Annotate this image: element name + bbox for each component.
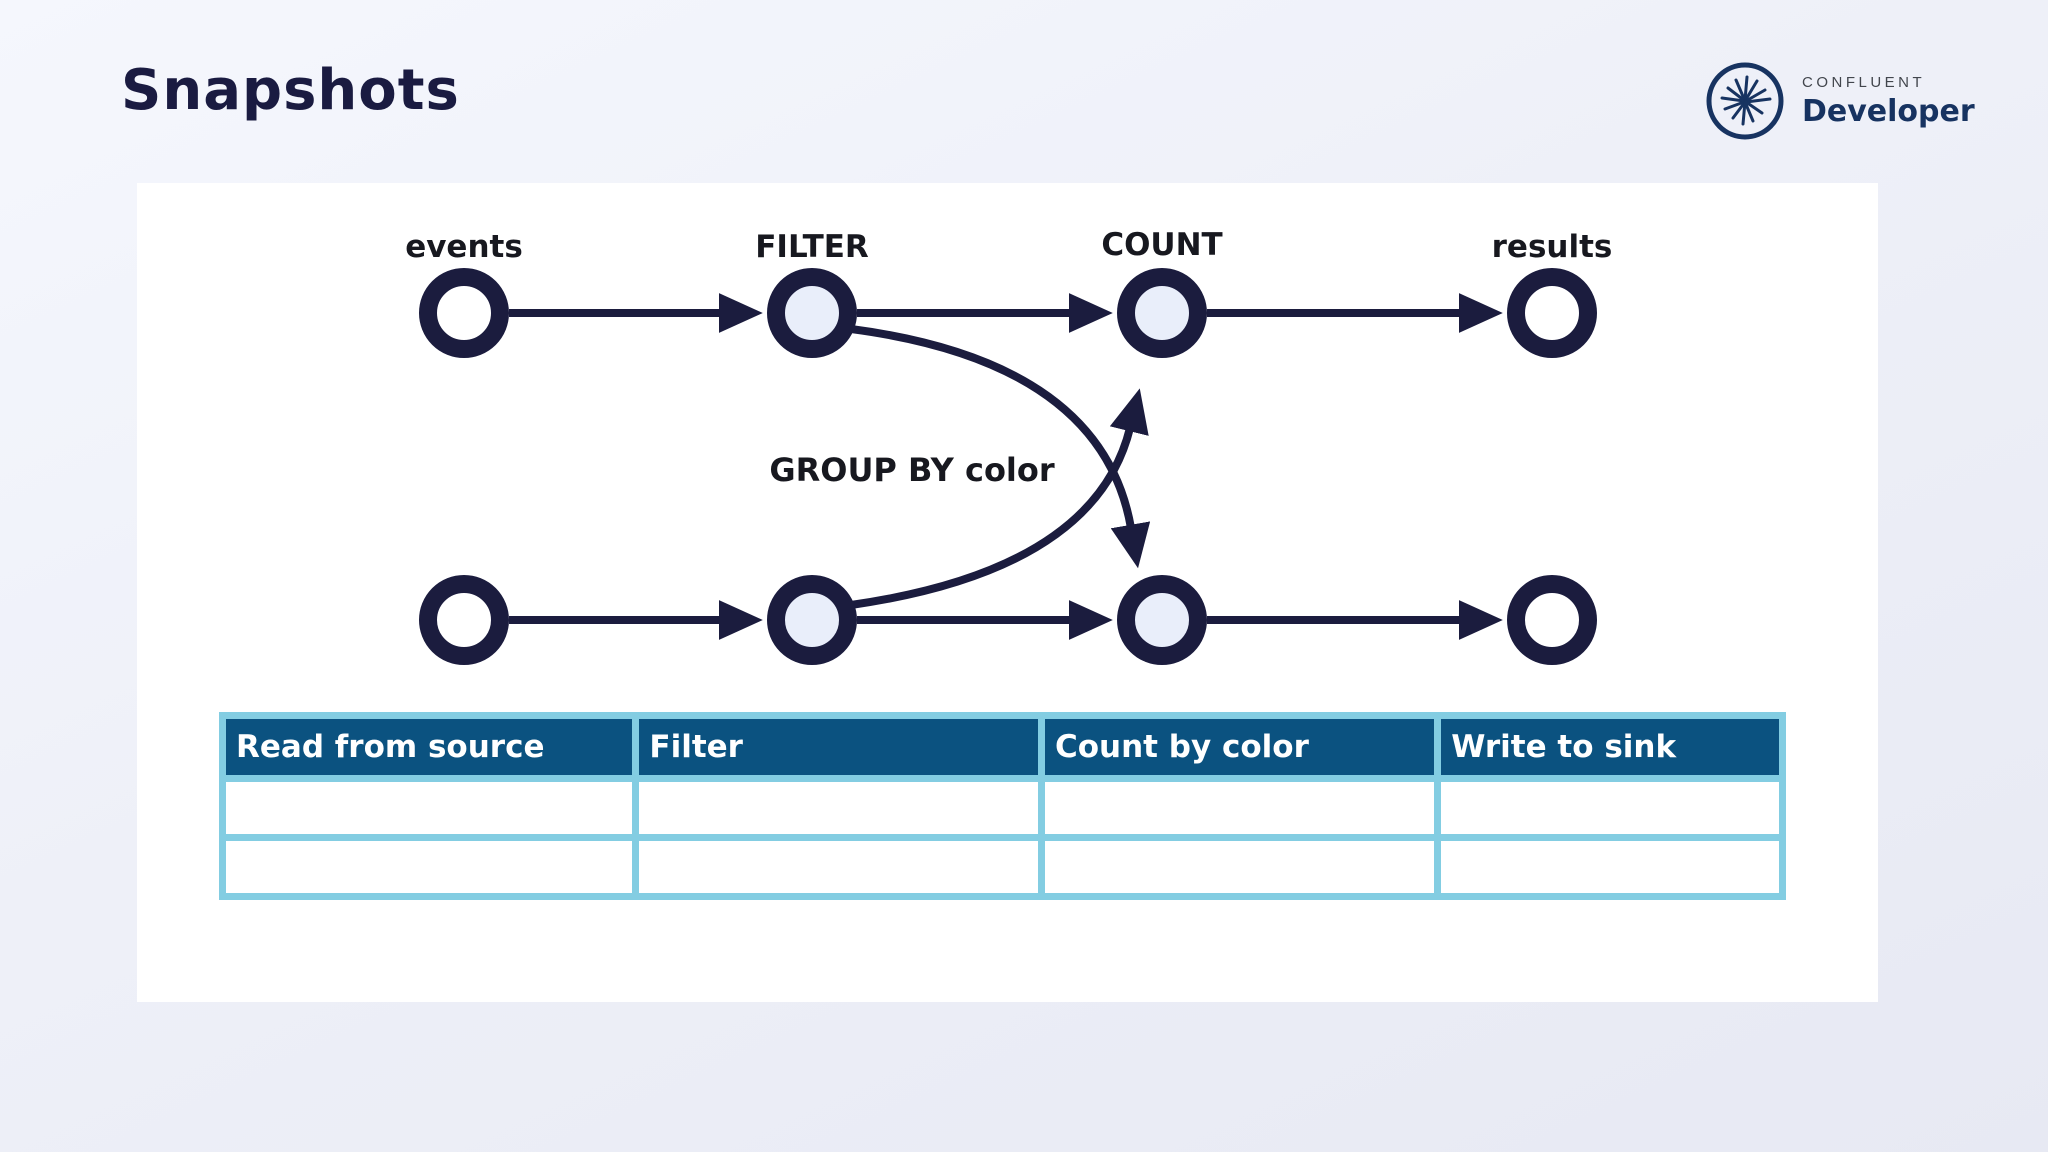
table-cell: [1037, 834, 1442, 900]
table-cell: [1037, 775, 1442, 841]
table-header-filter: Filter: [632, 712, 1045, 782]
steps-table: Read from source Filter Count by color W…: [218, 712, 1786, 900]
table-header-count-by-color: Count by color: [1037, 712, 1442, 782]
product-name: Developer: [1802, 93, 1975, 129]
brand-name: CONFLUENT: [1802, 73, 1926, 91]
confluent-starburst-icon: [1706, 62, 1784, 140]
table-cell: [632, 775, 1045, 841]
table-row: [218, 834, 1786, 900]
table-cell: [1434, 775, 1786, 841]
table-row: [218, 775, 1786, 841]
confluent-logo: CONFLUENT Developer: [1704, 60, 1975, 142]
table-cell: [632, 834, 1045, 900]
table-header-read-from-source: Read from source: [218, 712, 640, 782]
table-header-row: Read from source Filter Count by color W…: [218, 712, 1786, 782]
table-header-write-to-sink: Write to sink: [1434, 712, 1786, 782]
table-cell: [218, 834, 640, 900]
table-cell: [218, 775, 640, 841]
table-cell: [1434, 834, 1786, 900]
page-title: Snapshots: [121, 58, 460, 123]
